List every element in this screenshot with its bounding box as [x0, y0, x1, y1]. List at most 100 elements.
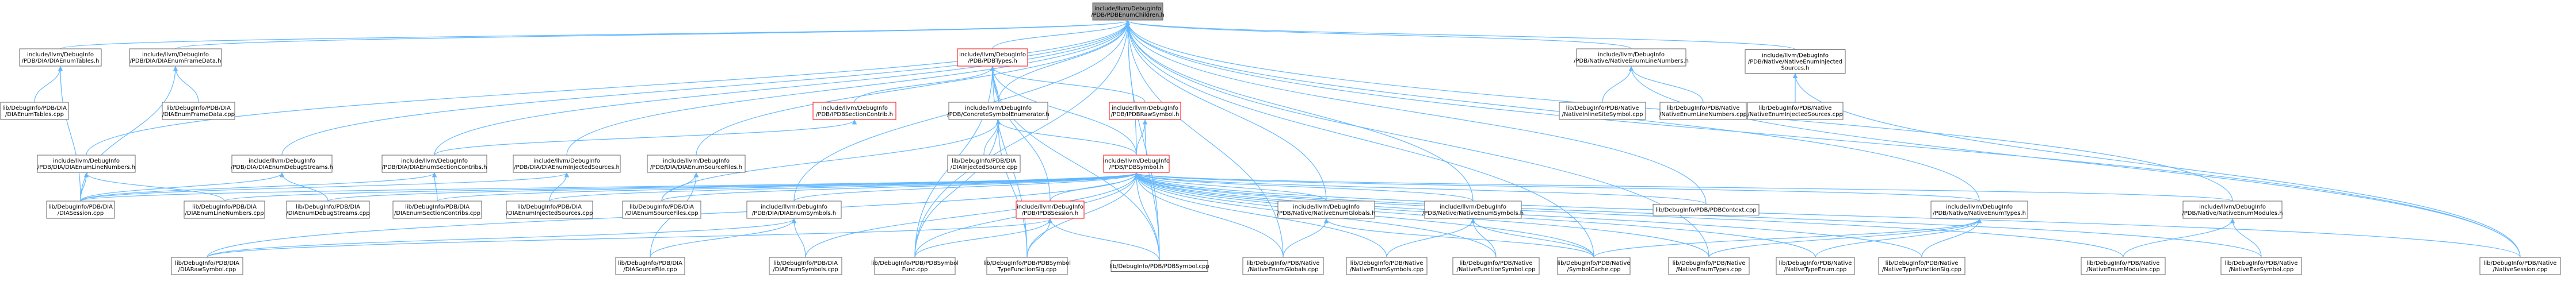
file-node[interactable]: lib/DebugInfo/PDB/Native/NativeEnumModul…	[2081, 257, 2166, 275]
dependency-edge	[1815, 218, 1982, 258]
file-node[interactable]: include/llvm/DebugInfo/PDB/PDBSymbol.h	[1103, 155, 1170, 173]
node-label-line: /PDB/Native/NativeEnumLineNumbers.h	[1574, 58, 1689, 64]
node-label-line: /DIAEnumInjectedSources.cpp	[506, 210, 593, 217]
file-node[interactable]: lib/DebugInfo/PDB/DIA/DIAEnumInjectedSou…	[506, 201, 593, 219]
file-node[interactable]: include/llvm/DebugInfo/PDB/DIA/DIAEnumDe…	[231, 155, 333, 173]
node-label-line: lib/DebugInfo/PDB/PDBSymbol	[983, 260, 1071, 267]
file-node[interactable]: lib/DebugInfo/PDB/DIA/DIAEnumDebugStream…	[286, 201, 370, 219]
dependency-edge	[995, 119, 1028, 258]
node-box	[162, 102, 235, 120]
file-node[interactable]: lib/DebugInfo/PDB/DIA/DIASession.cpp	[46, 201, 115, 219]
node-box	[1653, 204, 1760, 215]
file-node[interactable]: include/llvm/DebugInfo/PDB/DIA/DIAEnumLi…	[37, 155, 136, 173]
file-node[interactable]: include/llvm/DebugInfo/PDB/ConcreteSymbo…	[947, 102, 1050, 120]
file-node[interactable]: lib/DebugInfo/PDB/PDBSymbol.cpp	[1109, 260, 1209, 272]
node-label-line: /DIAEnumSourceFiles.cpp	[625, 210, 698, 217]
node-label-line: include/llvm/DebugInfo	[27, 52, 94, 58]
file-node[interactable]: lib/DebugInfo/PDB/Native/NativeEnumTypes…	[1668, 257, 1750, 275]
node-label-line: lib/DebugInfo/PDB/DIA	[517, 204, 582, 210]
dependency-edge	[1134, 172, 1707, 205]
dependency-edge	[696, 20, 1131, 156]
node-label-line: /PDB/Native/NativeEnumSymbols.h	[1422, 210, 1524, 217]
node-box	[947, 155, 1021, 173]
dependency-edge	[1136, 119, 1148, 156]
node-label-line: /PDB/IPDBSectionContrib.h	[816, 111, 893, 118]
dependency-edge	[1026, 218, 1053, 258]
file-node[interactable]: lib/DebugInfo/PDB/Native/NativeInlineSit…	[1559, 102, 1646, 120]
file-node[interactable]: lib/DebugInfo/PDB/DIA/DIAEnumLineNumbers…	[184, 201, 265, 219]
dependency-edge	[1125, 20, 1707, 205]
file-node[interactable]: include/llvm/DebugInfo/PDB/Native/Native…	[1422, 201, 1524, 219]
dependency-edge	[1047, 218, 1160, 261]
file-node[interactable]: lib/DebugInfo/PDB/DIA/DIARawSymbol.cpp	[171, 257, 243, 275]
file-node[interactable]: include/llvm/DebugInfo/PDB/DIA/DIAEnumSy…	[746, 201, 842, 219]
file-node[interactable]: include/llvm/DebugInfo/PDB/DIA/DIAEnumSo…	[647, 155, 746, 173]
node-box	[513, 155, 621, 173]
edge-layer	[34, 20, 2521, 261]
node-label-line: include/llvm/DebugInfo	[1094, 6, 1161, 12]
file-node[interactable]: include/llvm/DebugInfo/PDB/IPDBSectionCo…	[812, 102, 896, 120]
node-label-line: lib/DebugInfo/PDB/Native	[1558, 260, 1631, 267]
dependency-edge	[175, 20, 1130, 49]
file-node[interactable]: include/llvm/DebugInfo/PDB/Native/Native…	[1745, 49, 1846, 74]
node-label-line: /DIAEnumSymbols.cpp	[773, 267, 838, 273]
dependency-edge	[2230, 218, 2262, 258]
dependency-edge	[1125, 20, 1160, 261]
node-label-line: /PDB/PDBEnumChildren.h	[1091, 12, 1165, 18]
dependency-edge	[207, 218, 1052, 258]
node-box	[1659, 102, 1747, 120]
file-node[interactable]: include/llvm/DebugInfo/PDB/PDBTypes.h	[957, 48, 1028, 67]
dependency-edge	[793, 172, 1139, 202]
node-label-line: lib/DebugInfo/PDB/DIA	[405, 204, 470, 210]
dependency-edge	[1134, 172, 2233, 202]
file-node[interactable]: include/llvm/DebugInfo/PDB/IPDBRawSymbol…	[1109, 102, 1181, 120]
dependency-edge	[1283, 218, 1329, 258]
file-node[interactable]: include/llvm/DebugInfo/PDB/IPDBSession.h	[1016, 201, 1085, 219]
file-node[interactable]: lib/DebugInfo/PDB/DIA/DIASourceFile.cpp	[615, 257, 685, 275]
file-node[interactable]: include/llvm/DebugInfo/PDB/Native/Native…	[1574, 48, 1689, 67]
node-label-line: lib/DebugInfo/PDB/DIA	[952, 158, 1016, 164]
file-node[interactable]: include/llvm/DebugInfo/PDB/DIA/DIAEnumSe…	[381, 155, 487, 173]
node-label-line: lib/DebugInfo/PDB/DIA	[48, 204, 113, 210]
file-node[interactable]: lib/DebugInfo/PDB/DIA/DIAEnumSymbols.cpp	[769, 257, 842, 275]
node-label-line: /DIAInjectedSource.cpp	[951, 164, 1018, 171]
file-node[interactable]: lib/DebugInfo/PDB/Native/NativeSession.c…	[2479, 257, 2561, 275]
file-node[interactable]: lib/DebugInfo/PDB/PDBContext.cpp	[1653, 204, 1760, 215]
dependency-edge	[207, 218, 796, 258]
file-node[interactable]: include/llvm/DebugInfo/PDB/Native/Native…	[1930, 201, 2028, 219]
file-node[interactable]: lib/DebugInfo/PDB/PDBSymbolTypeFunctionS…	[983, 257, 1071, 275]
file-node[interactable]: lib/DebugInfo/PDB/DIA/DIAEnumSourceFiles…	[622, 201, 701, 219]
file-node[interactable]: lib/DebugInfo/PDB/DIA/DIAEnumFrameData.c…	[162, 102, 235, 120]
file-node[interactable]: lib/DebugInfo/PDB/Native/SymbolCache.cpp	[1557, 257, 1631, 275]
file-node[interactable]: include/llvm/DebugInfo/PDB/DIA/DIAEnumIn…	[513, 155, 621, 173]
dependency-edge	[281, 20, 1131, 156]
file-node[interactable]: lib/DebugInfo/PDB/Native/NativeEnumSymbo…	[1346, 257, 1428, 275]
node-label-line: lib/DebugInfo/PDB/Native	[1667, 105, 1740, 111]
file-node[interactable]: lib/DebugInfo/PDB/DIA/DIAInjectedSource.…	[947, 155, 1021, 173]
node-box	[1242, 257, 1324, 275]
file-node[interactable]: include/llvm/DebugInfo/PDB/Native/Native…	[2182, 201, 2283, 219]
file-node[interactable]: lib/DebugInfo/PDB/Native/NativeFunctionS…	[1452, 257, 1540, 275]
node-box	[1346, 257, 1428, 275]
file-node[interactable]: lib/DebugInfo/PDB/Native/NativeEnumLineN…	[1659, 102, 1747, 120]
node-label-line: include/llvm/DebugInfo	[1112, 105, 1178, 111]
file-node[interactable]: lib/DebugInfo/PDB/Native/NativeTypeFunct…	[1878, 257, 1966, 275]
node-box	[37, 155, 136, 173]
file-node[interactable]: lib/DebugInfo/PDB/Native/NativeTypeEnum.…	[1776, 257, 1855, 275]
file-node[interactable]: include/llvm/DebugInfo/PDB/DIA/DIAEnumTa…	[19, 48, 102, 67]
file-node[interactable]: include/llvm/DebugInfo/PDB/Native/Native…	[1277, 201, 1376, 219]
file-node[interactable]: lib/DebugInfo/PDB/DIA/DIAEnumSectionCont…	[392, 201, 482, 219]
file-node[interactable]: lib/DebugInfo/PDB/Native/NativeEnumGloba…	[1242, 257, 1324, 275]
file-node[interactable]: lib/DebugInfo/PDB/Native/NativeEnumInjec…	[1747, 102, 1844, 120]
node-label-line: /SymbolCache.cpp	[1567, 267, 1620, 273]
file-node[interactable]: lib/DebugInfo/PDB/Native/NativeExeSymbol…	[2220, 257, 2302, 275]
file-node[interactable]: include/llvm/DebugInfo/PDB/DIA/DIAEnumFr…	[129, 48, 222, 67]
file-node[interactable]: lib/DebugInfo/PDB/DIA/DIAEnumTables.cpp	[0, 102, 69, 120]
dependency-edge	[1386, 218, 1476, 258]
node-box	[746, 201, 842, 219]
node-box	[1576, 48, 1686, 67]
node-label-line: include/llvm/DebugInfo	[1103, 158, 1170, 164]
node-box	[948, 102, 1048, 120]
